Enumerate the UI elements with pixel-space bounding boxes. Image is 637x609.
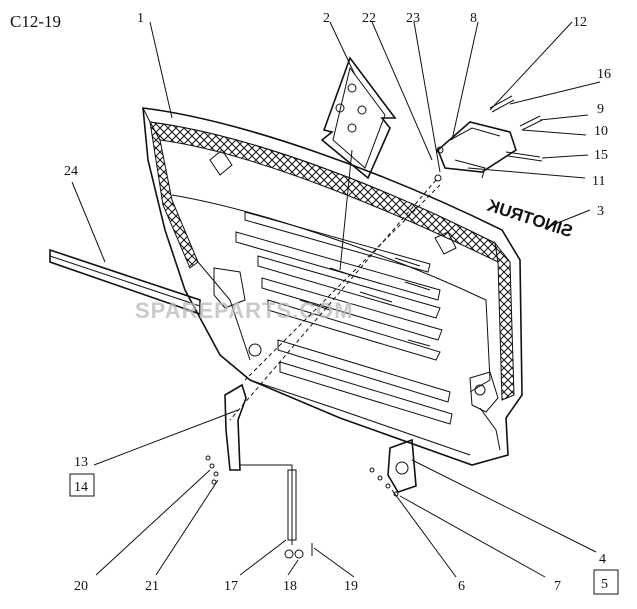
callout-5: 5 [601, 577, 608, 592]
latch-bracket-assembly [434, 95, 543, 182]
watermark: SPAREPARTS.COM [135, 298, 354, 323]
callout-23: 23 [406, 11, 420, 26]
callout-14: 14 [74, 480, 88, 495]
grille-slats [235, 211, 453, 425]
callout-9: 9 [597, 102, 604, 117]
callout-17: 17 [224, 579, 238, 594]
emblem [320, 56, 397, 180]
callout-8: 8 [470, 11, 477, 26]
callout-22: 22 [362, 11, 376, 26]
callout-2: 2 [323, 11, 330, 26]
side-trim-strip [49, 248, 201, 316]
callout-24: 24 [64, 164, 78, 179]
callout-15: 15 [594, 148, 608, 163]
callout-7: 7 [554, 579, 561, 594]
grille-panel [142, 107, 523, 466]
callout-14-box [69, 473, 95, 497]
callout-4: 4 [599, 552, 606, 567]
callout-13: 13 [74, 455, 88, 470]
diagram-code: C12-19 [10, 12, 61, 31]
brand-lettering: SINOTRUK [484, 196, 575, 242]
callout-16: 16 [597, 67, 611, 82]
lower-right-bracket [369, 438, 417, 497]
callout-3: 3 [597, 204, 604, 219]
callout-5-box [593, 569, 619, 595]
callout-labels: 1 2 22 23 8 12 16 9 10 15 11 3 24 13 14 … [64, 11, 619, 595]
callout-18: 18 [283, 579, 297, 594]
callout-11: 11 [592, 174, 605, 189]
left-support-strut [205, 383, 313, 559]
callout-1: 1 [137, 11, 144, 26]
callout-21: 21 [145, 579, 159, 594]
callout-6: 6 [458, 579, 465, 594]
callout-20: 20 [74, 579, 88, 594]
leader-lines [71, 21, 601, 578]
callout-10: 10 [594, 124, 608, 139]
callout-12: 12 [573, 15, 587, 30]
callout-19: 19 [344, 579, 358, 594]
